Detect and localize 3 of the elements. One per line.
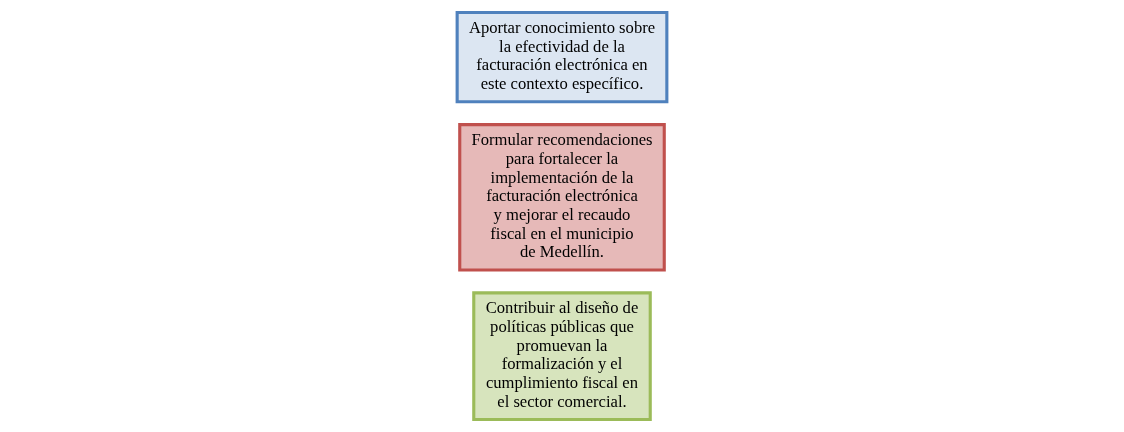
node-box: Contribuir al diseño de políticas públicas que promuevan la formalización y el cumplimiento fiscal en el sector comercial. xyxy=(472,291,652,422)
node-box: Formular recomendaciones para fortalecer la implementación de la facturación electrónica y mejorar el recaudo fiscal en el municipio de Medellín. xyxy=(458,123,666,272)
node-box: Aportar conocimiento sobre la efectividad de la facturación electrónica en este contexto específico. xyxy=(455,10,669,104)
